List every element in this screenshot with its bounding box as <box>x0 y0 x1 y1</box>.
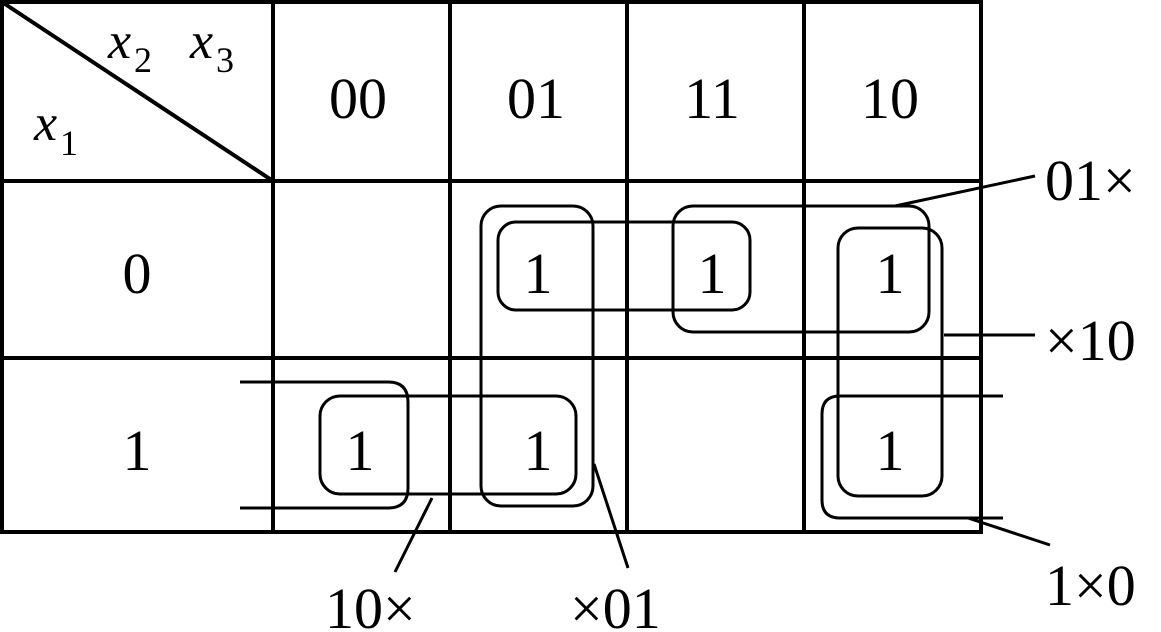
cell-value: 1 <box>346 418 375 483</box>
col-header: 00 <box>329 66 387 131</box>
group-label-10x: 10× <box>325 576 416 632</box>
cell-value: 1 <box>876 241 905 306</box>
group-loops <box>240 204 1003 520</box>
leader-x01 <box>592 463 630 569</box>
row-var: x <box>33 95 57 152</box>
row-headers: 0 1 <box>123 241 152 483</box>
leader-lines <box>393 174 1051 573</box>
cell-value: 1 <box>524 241 553 306</box>
cell-value: 1 <box>698 241 727 306</box>
row-var-subscript: 1 <box>60 123 78 163</box>
kmap-grid <box>0 0 983 534</box>
col-var-a: x <box>107 13 131 70</box>
leader-1x0 <box>967 516 1051 547</box>
grid-border <box>0 0 983 534</box>
leader-01x <box>894 174 1036 208</box>
col-header: 01 <box>507 66 565 131</box>
column-headers: 00 01 11 10 <box>329 66 919 131</box>
cell-value: 1 <box>876 418 905 483</box>
col-var-a-subscript: 2 <box>134 40 152 80</box>
col-var-b: x <box>189 13 213 70</box>
group-labels: 01× ×10 1×0 10× ×01 <box>325 148 1136 632</box>
loop-0x10 <box>671 204 931 334</box>
row-header: 0 <box>123 241 152 306</box>
loop-x01 <box>479 204 595 508</box>
loop-1x0-left <box>240 380 410 510</box>
group-label-01x: 01× <box>1045 148 1136 213</box>
leader-10x <box>393 497 434 573</box>
group-label-x01: ×01 <box>570 576 661 632</box>
corner-diagonal <box>0 0 275 183</box>
loop-01x <box>496 220 752 312</box>
row-header: 1 <box>123 418 152 483</box>
col-var-b-subscript: 3 <box>216 40 234 80</box>
cell-value: 1 <box>524 418 553 483</box>
cell-values: 1 1 1 1 1 1 <box>346 241 905 483</box>
group-label-1x0: 1×0 <box>1045 553 1136 618</box>
loop-x10 <box>836 226 944 498</box>
col-header: 11 <box>684 66 740 131</box>
col-header: 10 <box>861 66 919 131</box>
group-label-x10: ×10 <box>1045 308 1136 373</box>
loop-10x <box>318 394 578 496</box>
loop-1x0-right <box>820 394 1003 520</box>
corner-variable-labels: x 2 x 3 x 1 <box>33 13 234 163</box>
